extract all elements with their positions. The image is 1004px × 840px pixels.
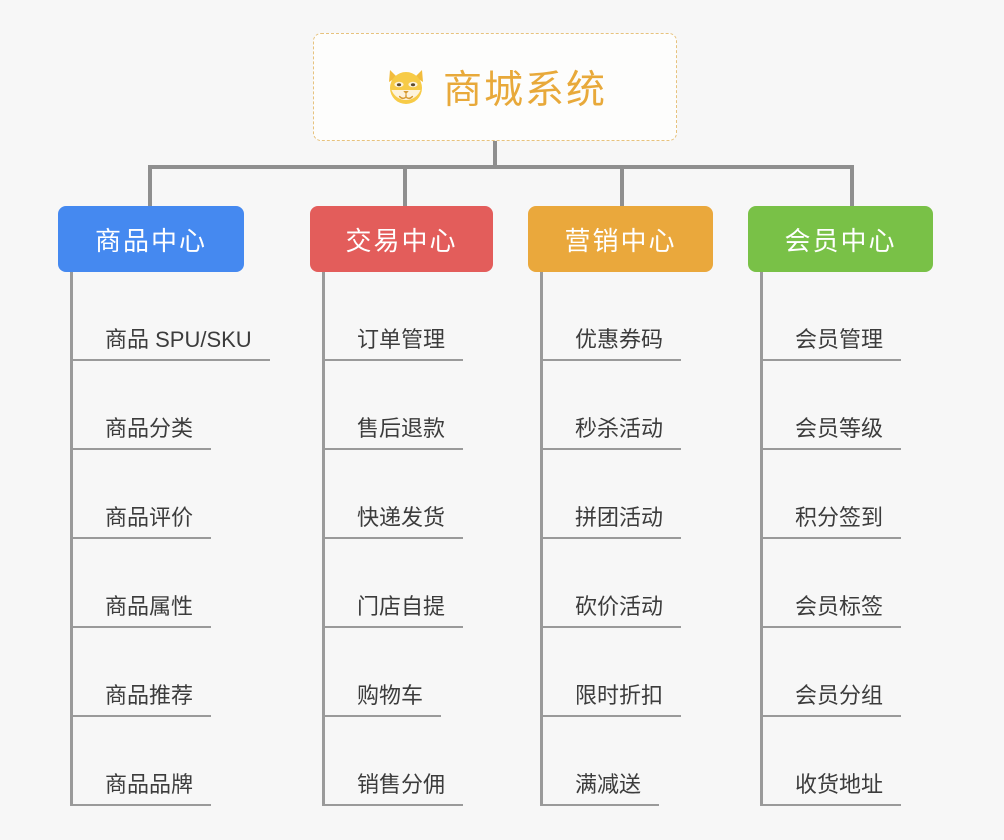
list-item[interactable]: 售后退款	[325, 361, 495, 450]
list-item[interactable]: 优惠券码	[543, 272, 713, 361]
leaf-list-4: 会员管理 会员等级 积分签到 会员标签 会员分组 收货地址	[760, 272, 933, 806]
category-column-3: 营销中心 优惠券码 秒杀活动 拼团活动 砍价活动 限时折扣 满减送	[528, 206, 713, 806]
leaf-label: 积分签到	[763, 500, 902, 539]
leaf-label: 门店自提	[325, 589, 464, 628]
list-item[interactable]: 拼团活动	[543, 450, 713, 539]
connector-drop-3	[620, 165, 624, 206]
leaf-label: 商品分类	[73, 411, 212, 450]
list-item[interactable]: 积分签到	[763, 450, 933, 539]
leaf-label: 售后退款	[325, 411, 464, 450]
connector-horizontal-bar	[148, 165, 854, 169]
list-item[interactable]: 满减送	[543, 717, 713, 806]
category-header-3[interactable]: 营销中心	[528, 206, 713, 272]
list-item[interactable]: 销售分佣	[325, 717, 495, 806]
leaf-label: 商品属性	[73, 589, 212, 628]
leaf-label: 优惠券码	[543, 322, 682, 361]
connector-drop-2	[403, 165, 407, 206]
category-header-4[interactable]: 会员中心	[748, 206, 933, 272]
leaf-label: 商品推荐	[73, 678, 212, 717]
list-item[interactable]: 商品 SPU/SKU	[73, 272, 270, 361]
list-item[interactable]: 购物车	[325, 628, 495, 717]
leaf-label: 限时折扣	[543, 678, 682, 717]
leaf-label: 购物车	[325, 678, 442, 717]
category-label-1: 商品中心	[94, 225, 207, 256]
connector-drop-1	[148, 165, 152, 206]
leaf-label: 订单管理	[325, 322, 464, 361]
category-label-2: 交易中心	[345, 225, 458, 256]
category-header-1[interactable]: 商品中心	[58, 206, 244, 272]
category-label-3: 营销中心	[564, 225, 677, 256]
list-item[interactable]: 商品分类	[73, 361, 258, 450]
leaf-label: 会员标签	[763, 589, 902, 628]
leaf-label: 商品品牌	[73, 767, 212, 806]
list-item[interactable]: 商品评价	[73, 450, 258, 539]
list-item[interactable]: 订单管理	[325, 272, 495, 361]
list-item[interactable]: 会员管理	[763, 272, 933, 361]
leaf-label: 商品评价	[73, 500, 212, 539]
root-node-shopping-mall-system[interactable]: 商城系统	[313, 33, 677, 141]
leaf-label: 秒杀活动	[543, 411, 682, 450]
leaf-label: 砍价活动	[543, 589, 682, 628]
list-item[interactable]: 砍价活动	[543, 539, 713, 628]
leaf-label: 满减送	[543, 767, 660, 806]
category-label-4: 会员中心	[784, 225, 897, 256]
list-item[interactable]: 商品属性	[73, 539, 258, 628]
list-item[interactable]: 门店自提	[325, 539, 495, 628]
shiba-dog-face-icon	[383, 64, 429, 110]
list-item[interactable]: 会员标签	[763, 539, 933, 628]
leaf-label: 商品 SPU/SKU	[73, 322, 270, 361]
leaf-label: 会员分组	[763, 678, 902, 717]
category-column-1: 商品中心 商品 SPU/SKU 商品分类 商品评价 商品属性 商品推荐 商品品牌	[58, 206, 270, 806]
leaf-label: 会员管理	[763, 322, 902, 361]
category-column-2: 交易中心 订单管理 售后退款 快递发货 门店自提 购物车 销售分佣	[310, 206, 495, 806]
connector-drop-4	[850, 165, 854, 206]
list-item[interactable]: 限时折扣	[543, 628, 713, 717]
list-item[interactable]: 会员分组	[763, 628, 933, 717]
leaf-label: 收货地址	[763, 767, 902, 806]
leaf-list-3: 优惠券码 秒杀活动 拼团活动 砍价活动 限时折扣 满减送	[540, 272, 713, 806]
leaf-list-2: 订单管理 售后退款 快递发货 门店自提 购物车 销售分佣	[322, 272, 495, 806]
connector-root-stem	[493, 141, 497, 168]
category-column-4: 会员中心 会员管理 会员等级 积分签到 会员标签 会员分组 收货地址	[748, 206, 933, 806]
leaf-label: 快递发货	[325, 500, 464, 539]
leaf-label: 会员等级	[763, 411, 902, 450]
leaf-label: 销售分佣	[325, 767, 464, 806]
list-item[interactable]: 收货地址	[763, 717, 933, 806]
list-item[interactable]: 商品推荐	[73, 628, 258, 717]
list-item[interactable]: 会员等级	[763, 361, 933, 450]
root-node-label: 商城系统	[442, 69, 607, 112]
leaf-label: 拼团活动	[543, 500, 682, 539]
leaf-list-1: 商品 SPU/SKU 商品分类 商品评价 商品属性 商品推荐 商品品牌	[70, 272, 270, 806]
list-item[interactable]: 商品品牌	[73, 717, 258, 806]
list-item[interactable]: 秒杀活动	[543, 361, 713, 450]
category-header-2[interactable]: 交易中心	[310, 206, 493, 272]
list-item[interactable]: 快递发货	[325, 450, 495, 539]
